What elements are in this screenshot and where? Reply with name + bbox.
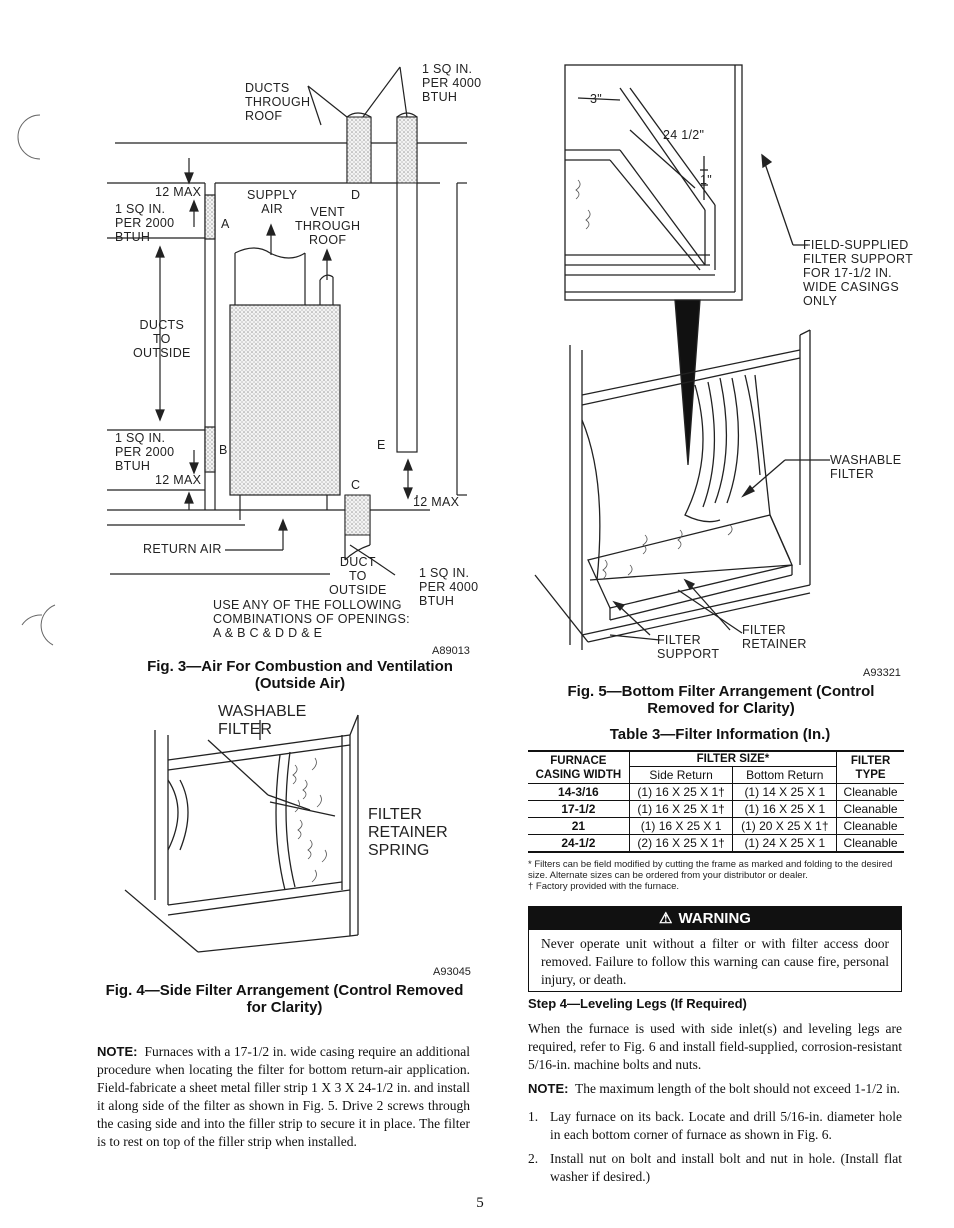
row-bottom: (1) 24 X 25 X 1 xyxy=(732,834,838,853)
page-number: 5 xyxy=(476,1195,484,1211)
row-bottom: (1) 16 X 25 X 1 xyxy=(732,800,838,818)
label-d: D xyxy=(351,188,361,202)
step4-note-label: NOTE: xyxy=(528,1081,569,1096)
row-width: 17-1/2 xyxy=(528,800,630,818)
row-side: (1) 16 X 25 X 1 xyxy=(628,817,734,835)
row-width: 14-3/16 xyxy=(528,783,630,801)
warning-title: WARNING xyxy=(678,910,751,927)
left-note-text: Furnaces with a 17-1/2 in. wide casing r… xyxy=(97,1044,470,1149)
fig3-code: A89013 xyxy=(432,645,470,657)
label-a: A xyxy=(221,217,230,231)
table3-title: Table 3—Filter Information (In.) xyxy=(609,726,831,743)
dim-24-label: 24 1/2" xyxy=(663,128,705,142)
warning-box: ⚠ WARNING Never operate unit without a fi… xyxy=(528,906,902,992)
warning-text: Never operate unit without a filter or w… xyxy=(541,936,889,987)
list-number: 1. xyxy=(528,1109,539,1124)
fig5-drawing xyxy=(534,64,830,650)
row-bottom: (1) 14 X 25 X 1 xyxy=(732,783,838,801)
left-note-label: NOTE: xyxy=(97,1044,138,1059)
step4-section: Step 4—Leveling Legs (If Required) When … xyxy=(528,996,902,1192)
label-c: C xyxy=(351,478,361,492)
fig5-caption: Fig. 5—Bottom Filter Arrangement (Contro… xyxy=(567,683,875,717)
return-air-label: RETURN AIR xyxy=(143,542,222,556)
list-item: 1. Lay furnace on its back. Locate and d… xyxy=(528,1108,902,1144)
fig4-caption: Fig. 4—Side Filter Arrangement (Control … xyxy=(105,982,464,1016)
row-width: 24-1/2 xyxy=(528,834,630,853)
label-b: B xyxy=(219,443,228,457)
fig5-code: A93321 xyxy=(863,667,901,679)
warning-header: ⚠ WARNING xyxy=(529,907,901,930)
col-header-bottom: Bottom Return xyxy=(732,766,838,784)
list-text: Install nut on bolt and install bolt and… xyxy=(550,1151,902,1184)
binder-holes xyxy=(17,114,56,646)
dim-3-label: 3" xyxy=(590,92,602,106)
fig4-drawing xyxy=(124,714,359,953)
col-header-filter-size: FILTER SIZE* xyxy=(628,751,838,767)
table-row: 14-3/16 (1) 16 X 25 X 1† (1) 14 X 25 X 1… xyxy=(528,783,904,801)
max12-b-label: 12 MAX xyxy=(155,473,202,487)
list-item: 2. Install nut on bolt and install bolt … xyxy=(528,1150,902,1186)
step4-heading: Step 4—Leveling Legs (If Required) xyxy=(528,996,747,1011)
fig3-caption: Fig. 3—Air For Combustion and Ventilatio… xyxy=(147,658,453,692)
list-text: Lay furnace on its back. Locate and dril… xyxy=(550,1109,902,1142)
table-row: 24-1/2 (2) 16 X 25 X 1† (1) 24 X 25 X 1 … xyxy=(528,834,904,853)
step4-note-text: The maximum length of the bolt should no… xyxy=(574,1081,901,1096)
row-side: (1) 16 X 25 X 1† xyxy=(628,800,734,818)
dim-1-label: 1" xyxy=(700,173,712,187)
fig4-code: A93045 xyxy=(433,966,471,978)
warning-triangle-icon: ⚠ xyxy=(659,910,673,927)
row-type: Cleanable xyxy=(836,817,904,835)
fig3-drawing xyxy=(107,66,467,576)
row-type: Cleanable xyxy=(836,834,904,853)
row-type: Cleanable xyxy=(836,800,904,818)
label-e: E xyxy=(377,438,386,452)
row-type: Cleanable xyxy=(836,783,904,801)
max12-a-label: 12 MAX xyxy=(155,185,202,199)
table-row: 17-1/2 (1) 16 X 25 X 1† (1) 16 X 25 X 1 … xyxy=(528,800,904,818)
list-number: 2. xyxy=(528,1151,539,1166)
row-width: 21 xyxy=(528,817,630,835)
table-row: 21 (1) 16 X 25 X 1 (1) 20 X 25 X 1† Clea… xyxy=(528,817,904,835)
col-header-side: Side Return xyxy=(628,766,734,784)
left-note-paragraph: NOTE: Furnaces with a 17-1/2 in. wide ca… xyxy=(97,1043,470,1151)
step4-paragraph: When the furnace is used with side inlet… xyxy=(528,1021,902,1072)
max12-c-label: 12 MAX xyxy=(413,495,460,509)
step4-note: NOTE: The maximum length of the bolt sho… xyxy=(528,1080,902,1098)
row-side: (2) 16 X 25 X 1† xyxy=(628,834,734,853)
row-side: (1) 16 X 25 X 1† xyxy=(628,783,734,801)
row-bottom: (1) 20 X 25 X 1† xyxy=(732,817,838,835)
table3-footnotes: * Filters can be field modified by cutti… xyxy=(528,859,893,892)
